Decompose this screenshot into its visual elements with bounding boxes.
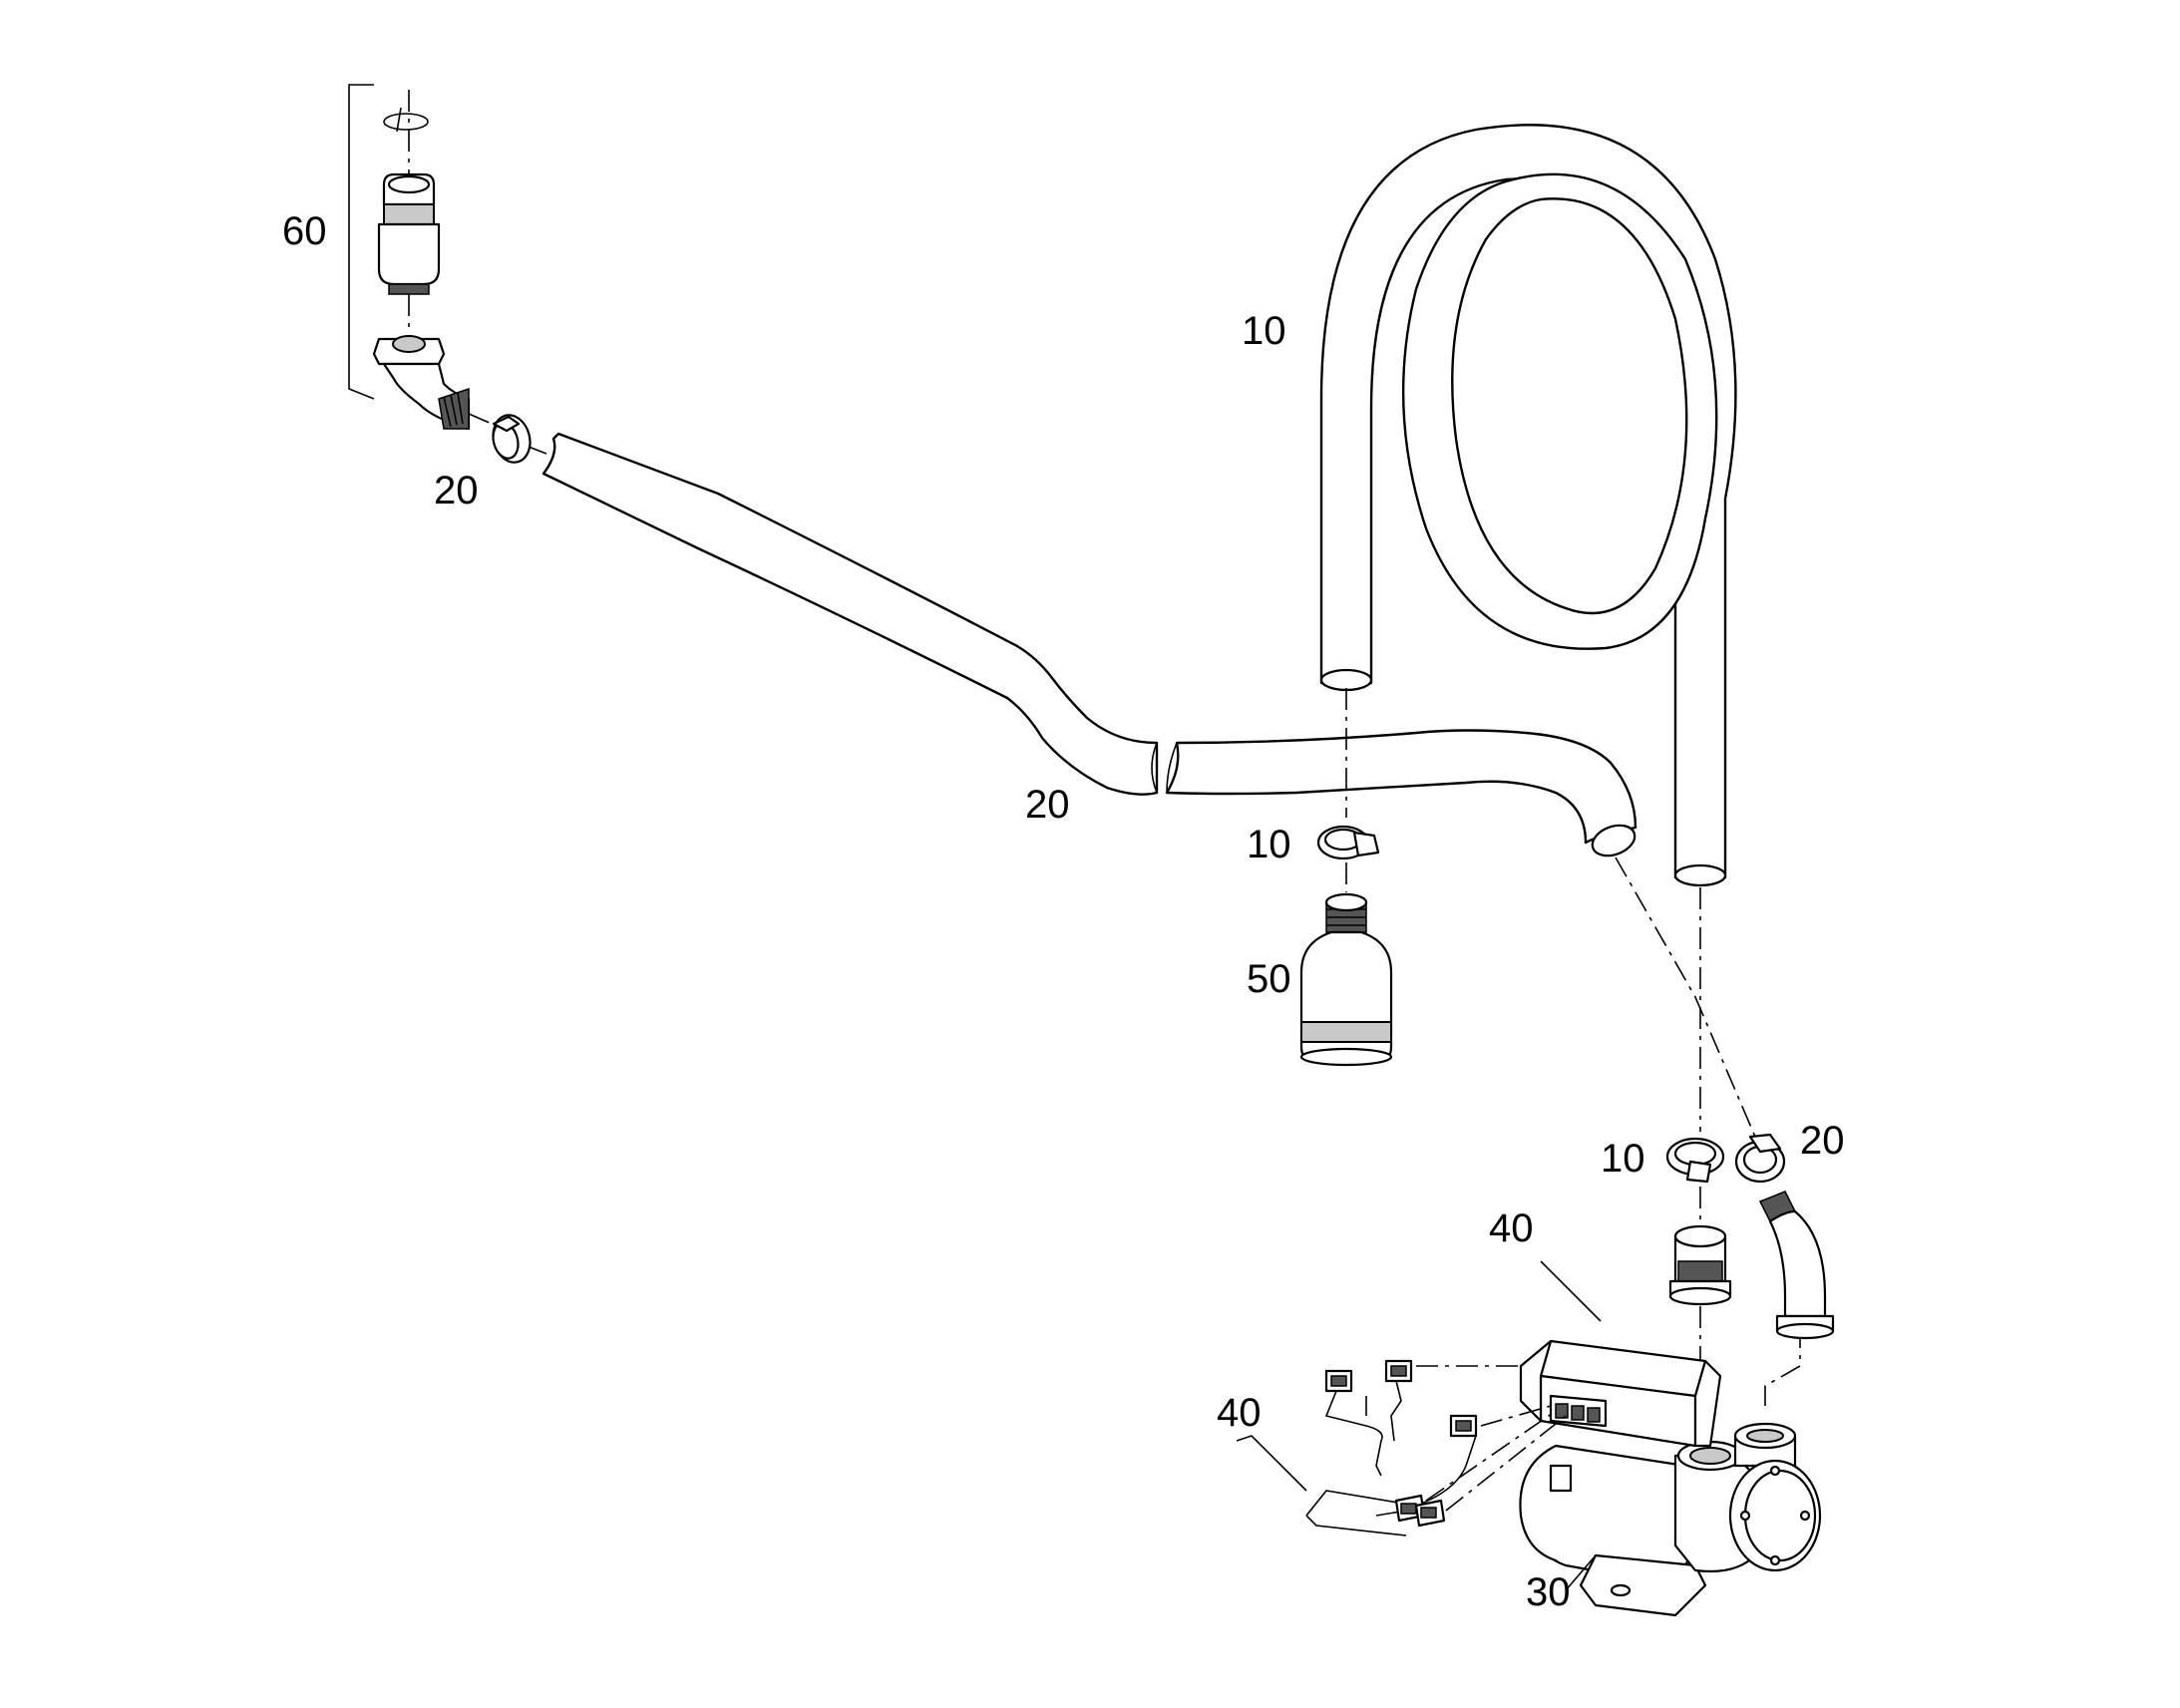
label-50: 50: [1247, 957, 1291, 1001]
label-40-top: 40: [1489, 1206, 1534, 1250]
leader-30: [1565, 1554, 1597, 1591]
axis-harness-2: [1480, 1405, 1552, 1427]
label-30: 30: [1526, 1570, 1571, 1614]
label-20-clamp-top: 20: [434, 469, 479, 512]
axis-elbow-clamp: [468, 413, 500, 428]
label-60: 60: [282, 209, 327, 253]
hose-clamp-10-mid-icon: [1316, 825, 1380, 860]
label-10-clamp-bottom: 10: [1601, 1137, 1645, 1181]
straight-fitting-icon: [1668, 1224, 1732, 1306]
check-valve-icon: [377, 172, 441, 295]
valve-50-icon: [1299, 892, 1393, 1067]
hose-10-coil-icon: [1319, 124, 1737, 887]
cable-harness-40-icon: [1305, 1359, 1478, 1537]
label-10-clamp-mid: 10: [1247, 823, 1291, 866]
pump-30-icon: [1519, 1339, 1822, 1617]
label-10-hose: 10: [1242, 309, 1286, 353]
elbow-fitting-icon: [372, 335, 471, 431]
hose-clamp-10-bottom-icon: [1665, 1137, 1725, 1184]
axis-elbow-pump: [1764, 1326, 1801, 1406]
axis-hose20-end: [1615, 856, 1756, 1138]
elbow-fitting-bottom-icon: [1758, 1191, 1835, 1340]
label-20-hose: 20: [1025, 783, 1070, 827]
hose-clamp-20-bottom-icon: [1734, 1133, 1786, 1184]
o-ring-icon: [383, 107, 429, 133]
leader-40-left: [1236, 1435, 1307, 1492]
hose-20-icon: [542, 432, 1637, 857]
label-20-clamp-bottom: 20: [1800, 1119, 1845, 1163]
axis-harness-4: [1425, 1410, 1557, 1502]
axis-clamp-hose: [528, 446, 547, 455]
leader-40-top: [1540, 1260, 1602, 1322]
hose-clamp-icon: [492, 414, 532, 464]
axis-harness-3: [1445, 1415, 1567, 1512]
assembly-60-bracket: [348, 84, 375, 400]
label-40-left: 40: [1217, 1391, 1262, 1435]
